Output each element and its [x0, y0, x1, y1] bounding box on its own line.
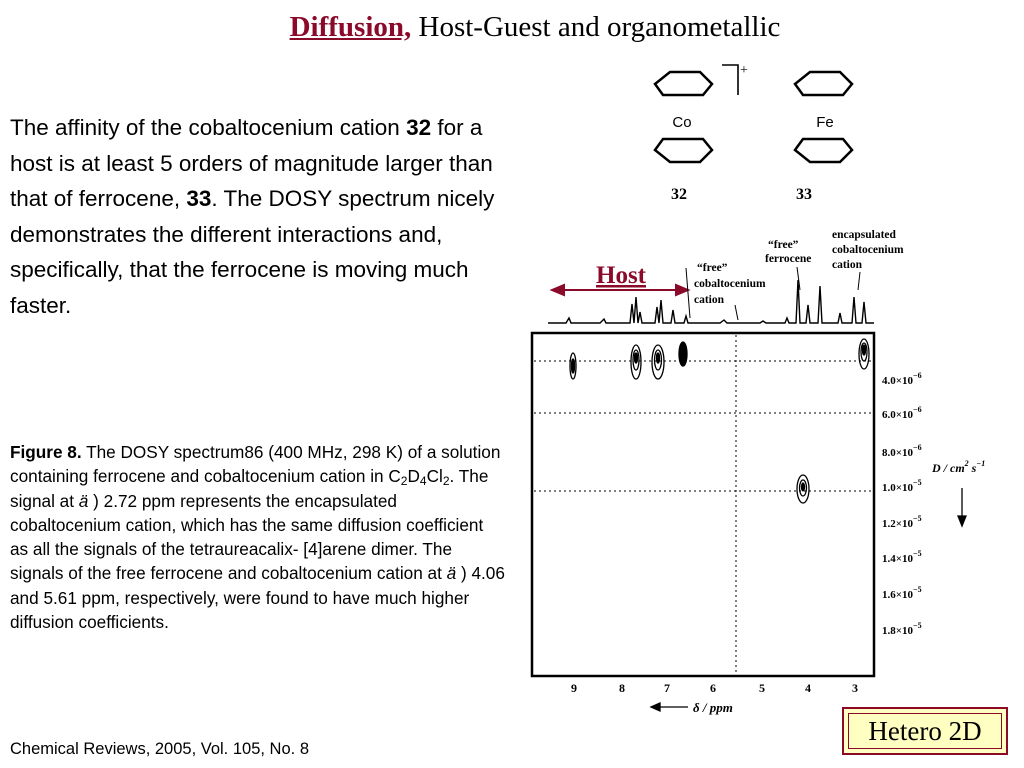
- compound-ref-33: 33: [186, 186, 212, 211]
- host-range-arrow: [549, 283, 691, 297]
- cross-peak-host-2: [630, 344, 642, 380]
- y-axis-label: D / cm2 s−1: [931, 459, 985, 475]
- peak-annotations: “free” cobaltocenium cation “free” ferro…: [694, 229, 904, 306]
- y-tick: 1.4×10−5: [882, 549, 922, 565]
- y-tick: 4.0×10−6: [882, 371, 922, 387]
- caption-text: Cl: [426, 466, 443, 487]
- x-tick: 4: [805, 681, 811, 695]
- body-text-3: . The DOSY spectrum nicely demonstrates …: [10, 186, 495, 318]
- slide-title: Diffusion, Host-Guest and organometallic: [0, 10, 1024, 44]
- x-tick: 6: [710, 681, 716, 695]
- badge-label: Hetero 2D: [868, 716, 982, 746]
- free-cobaltocenium-label-1: “free”: [697, 262, 728, 274]
- figure-caption: Figure 8. The DOSY spectrum86 (400 MHz, …: [10, 440, 505, 634]
- compound-ref-32: 32: [406, 115, 432, 140]
- body-paragraph: The affinity of the cobaltocenium cation…: [10, 110, 500, 323]
- charge-label: +: [740, 63, 748, 78]
- cross-peaks: [569, 338, 870, 504]
- host-label: Host: [596, 262, 647, 289]
- caption-sub: 2: [442, 474, 450, 489]
- y-tick: 1.0×10−5: [882, 478, 922, 494]
- cobalt-label: Co: [672, 114, 691, 131]
- cross-peak-host-1: [569, 352, 577, 380]
- x-tick: 7: [664, 681, 670, 695]
- x-tick: 5: [759, 681, 765, 695]
- caption-text: . The signal at: [10, 466, 489, 511]
- x-tick: 9: [571, 681, 577, 695]
- cross-peak-host-4: [678, 341, 688, 367]
- caption-text: D: [407, 466, 420, 487]
- y-tick: 1.6×10−5: [882, 585, 922, 601]
- x-axis-label: δ / ppm: [693, 700, 733, 715]
- free-ferrocene-label-1: “free”: [768, 239, 799, 251]
- encapsulated-label-2: cobaltocenium: [832, 244, 904, 256]
- caption-text: ) 4.06 and 5.61 ppm, respectively, were …: [10, 563, 505, 633]
- projection-spectrum: [548, 279, 874, 324]
- hetero-2d-badge: Hetero 2D: [842, 707, 1008, 755]
- cross-peak-host-3: [651, 344, 665, 380]
- iron-label: Fe: [816, 114, 834, 131]
- caption-delta: ä: [446, 563, 457, 584]
- free-cobaltocenium-label-2: cobaltocenium: [694, 278, 766, 290]
- encapsulated-label-1: encapsulated: [832, 229, 897, 241]
- free-ferrocene-label-2: ferrocene: [765, 253, 811, 265]
- caption-sub: 2: [400, 474, 408, 489]
- x-axis-ticks: 9 8 7 6 5 4 3: [571, 681, 858, 695]
- x-tick: 3: [852, 681, 858, 695]
- x-axis-arrow: [649, 701, 688, 713]
- compound-number-33: 33: [796, 186, 812, 203]
- encapsulated-label-3: cation: [832, 259, 863, 271]
- caption-label: Figure 8.: [10, 442, 82, 462]
- x-tick: 8: [619, 681, 625, 695]
- dotted-guides: [534, 335, 872, 674]
- caption-delta: ä: [78, 490, 89, 511]
- y-axis-arrow: [957, 488, 967, 528]
- y-tick: 6.0×10−6: [882, 405, 922, 421]
- title-rest: Host-Guest and organometallic: [411, 11, 781, 43]
- y-axis-ticks: 4.0×10−6 6.0×10−6 8.0×10−6 1.0×10−5 1.2×…: [882, 371, 922, 637]
- caption-text: ) 2.72 ppm represents the encapsulated c…: [10, 490, 484, 584]
- caption-sub: 4: [419, 474, 427, 489]
- y-tick: 1.8×10−5: [882, 621, 922, 637]
- body-text-1: The affinity of the cobaltocenium cation: [10, 115, 407, 140]
- annotation-leaders: [685, 266, 861, 321]
- y-tick: 1.2×10−5: [882, 514, 922, 530]
- citation: Chemical Reviews, 2005, Vol. 105, No. 8: [10, 740, 309, 758]
- body-text-2: for a host is at least 5 orders of magni…: [10, 115, 493, 211]
- cobaltocenium-structure: [653, 64, 739, 164]
- ferrocene-structure: [793, 70, 854, 164]
- free-cobaltocenium-label-3: cation: [694, 294, 725, 306]
- dosy-plot-frame: [530, 331, 876, 678]
- cross-peak-ferrocene: [796, 474, 810, 504]
- caption-text: The DOSY spectrum86 (400 MHz, 298 K) of …: [10, 442, 501, 487]
- compound-number-32: 32: [671, 186, 687, 203]
- y-tick: 8.0×10−6: [882, 443, 922, 459]
- cross-peak-encapsulated: [858, 338, 870, 370]
- title-accent: Diffusion,: [289, 11, 412, 43]
